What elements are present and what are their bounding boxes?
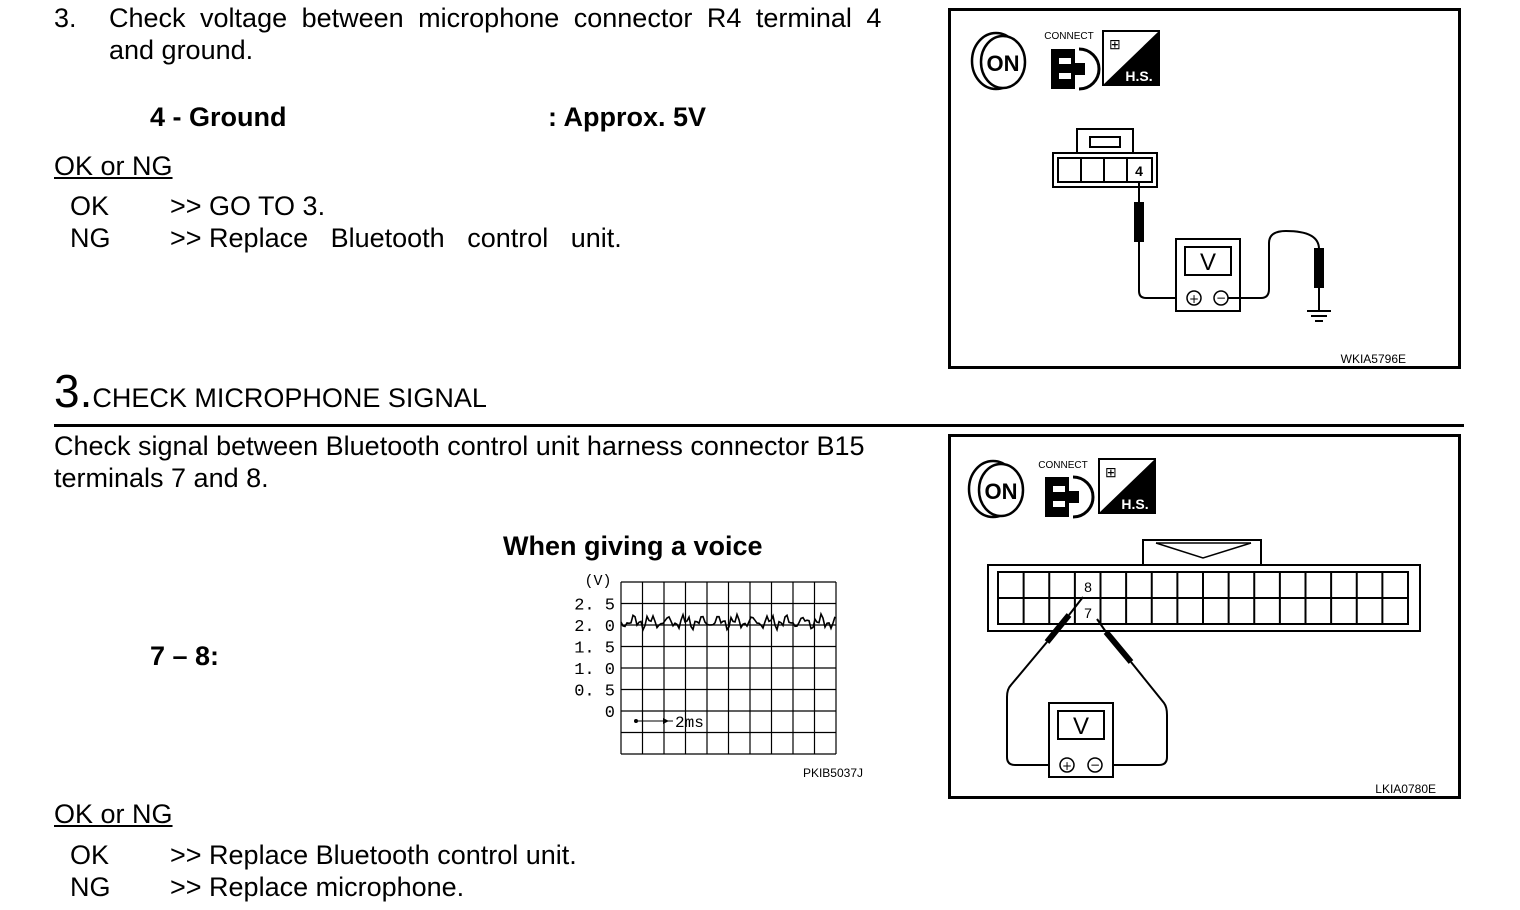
voltage-check-diagram: ON CONNECT ⊞ H.S. 4 xyxy=(970,30,1406,366)
meter-v-label: V xyxy=(1200,249,1216,276)
section-divider xyxy=(54,424,1464,427)
voltmeter: V + − xyxy=(1048,702,1114,778)
connect-label: CONNECT xyxy=(1044,31,1093,42)
connector-icon: CONNECT xyxy=(1044,31,1101,91)
section-instruction-line2: terminals 7 and 8. xyxy=(54,463,269,493)
scope-title: When giving a voice xyxy=(503,531,763,561)
scope-tick-label: 0. 5 xyxy=(575,683,615,702)
svg-text:ON: ON xyxy=(987,51,1020,76)
section-instruction-line1: Check signal between Bluetooth control u… xyxy=(54,431,865,461)
voltmeter: V + − xyxy=(1175,238,1241,312)
timebase-label: 2ms xyxy=(675,714,704,732)
spec-label: 4 - Ground xyxy=(150,102,287,132)
svg-text:ON: ON xyxy=(985,479,1018,504)
ok-label: OK xyxy=(70,191,110,221)
svg-text:−: − xyxy=(1216,291,1226,305)
scope-tick-label: 1. 5 xyxy=(575,640,615,659)
svg-text:⊞: ⊞ xyxy=(1109,36,1121,52)
harness-side-icon: ⊞ H.S. xyxy=(1102,30,1160,86)
harness-connector-b15: 8 7 xyxy=(987,539,1421,632)
ok-action: >> Replace Bluetooth control unit. xyxy=(170,840,577,870)
ng-action: >> Replace microphone. xyxy=(170,872,465,902)
ng-label: NG xyxy=(70,223,111,253)
terminals-label: 7 – 8: xyxy=(150,641,220,671)
waveform-trace xyxy=(620,611,836,633)
svg-text:H.S.: H.S. xyxy=(1125,68,1152,84)
svg-text:+: + xyxy=(1189,292,1199,306)
svg-text:−: − xyxy=(1090,758,1100,772)
connector-icon: CONNECT xyxy=(1038,460,1095,519)
step-instruction-line2: and ground. xyxy=(109,35,254,65)
probe-leads xyxy=(1006,596,1168,766)
svg-text:⊞: ⊞ xyxy=(1105,464,1117,480)
harness-side-icon: ⊞ H.S. xyxy=(1098,458,1156,514)
scope-tick-label: 2. 5 xyxy=(575,597,615,616)
section-number: 3. xyxy=(54,365,93,417)
ok-action: >> GO TO 3. xyxy=(170,191,326,221)
spec-value: : Approx. 5V xyxy=(548,102,707,132)
terminal-4-label: 4 xyxy=(1135,163,1143,179)
ignition-on-icon: ON xyxy=(970,31,1027,91)
terminal-7-label: 7 xyxy=(1084,605,1092,621)
scope-unit: (V) xyxy=(584,573,611,590)
scope-tick-label: 1. 0 xyxy=(575,661,615,680)
svg-text:CONNECT: CONNECT xyxy=(1038,460,1087,471)
oscilloscope-waveform: (V) 2. 5 2. 0 1. 5 1. 0 0. 5 0 2ms PKIB5037J xyxy=(575,573,863,780)
scope-code: PKIB5037J xyxy=(803,766,863,780)
step-instruction-line1: Check voltage between microphone connect… xyxy=(109,3,882,33)
figure-code: LKIA0780E xyxy=(1375,782,1436,796)
ignition-on-icon: ON xyxy=(967,459,1025,519)
microphone-connector: 4 xyxy=(1052,128,1158,188)
meter-v-label: V xyxy=(1073,713,1089,740)
svg-text:H.S.: H.S. xyxy=(1121,496,1148,512)
scope-tick-label: 2. 0 xyxy=(575,618,615,637)
terminal-8-label: 8 xyxy=(1084,579,1092,595)
section-title: CHECK MICROPHONE SIGNAL xyxy=(92,383,487,413)
signal-check-diagram: ON CONNECT ⊞ H.S. 8 7 xyxy=(967,458,1436,796)
scope-tick-label: 0 xyxy=(605,704,615,723)
svg-text:+: + xyxy=(1062,759,1072,773)
positive-probe xyxy=(1134,182,1183,299)
figure-voltage-check: ON CONNECT ⊞ H.S. 4 xyxy=(948,8,1461,369)
figure-signal-check: ON CONNECT ⊞ H.S. 8 7 xyxy=(948,434,1461,799)
ok-or-ng-heading: OK or NG xyxy=(54,151,173,181)
section-heading: 3.CHECK MICROPHONE SIGNAL xyxy=(54,366,487,416)
timebase-marker: 2ms xyxy=(634,714,704,732)
ground-probe xyxy=(1228,229,1331,322)
ng-action: >> Replace Bluetooth control unit. xyxy=(170,223,622,253)
step-number: 3. xyxy=(54,3,77,33)
figure-code: WKIA5796E xyxy=(1341,352,1406,366)
ng-label: NG xyxy=(70,872,111,902)
ok-or-ng-heading: OK or NG xyxy=(54,799,173,829)
ok-label: OK xyxy=(70,840,110,870)
